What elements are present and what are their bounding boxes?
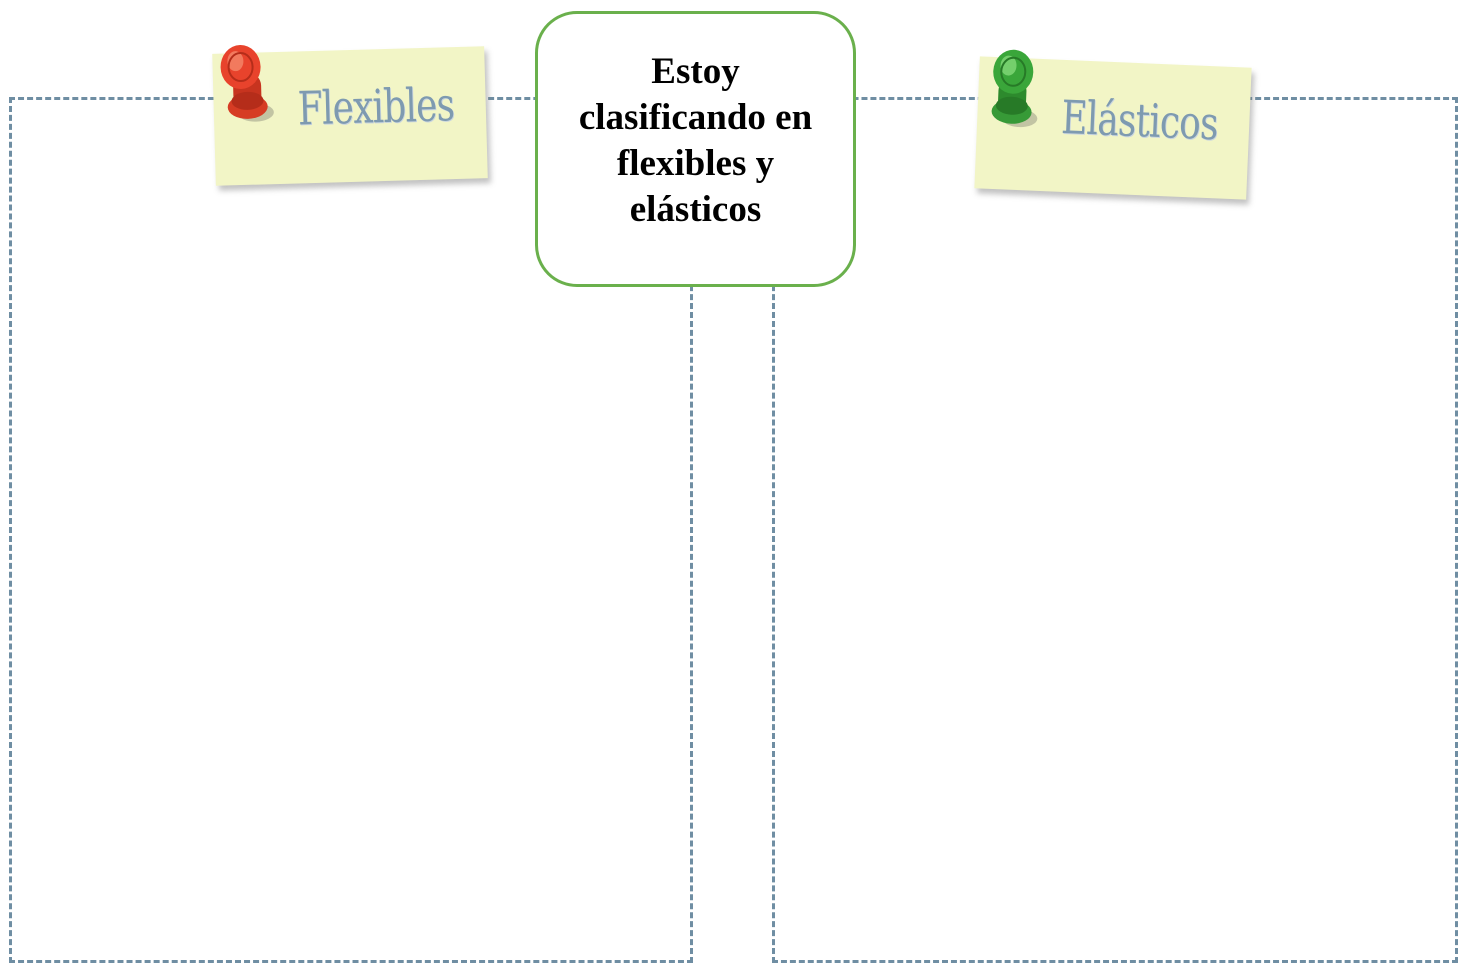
elasticos-label: Elásticos: [1060, 89, 1219, 151]
elasticos-sticky-note: Elásticos: [974, 49, 1252, 200]
flexibles-sticky-note: Flexibles: [212, 45, 488, 186]
green-pushpin-icon: [991, 49, 1038, 128]
flexibles-label: Flexibles: [297, 77, 455, 136]
elasticos-drop-area: [772, 97, 1458, 963]
red-pushpin-icon: [220, 45, 274, 122]
activity-title: Estoy clasificando en flexibles y elásti…: [578, 51, 813, 230]
activity-title-box: Estoy clasificando en flexibles y elásti…: [535, 11, 856, 287]
